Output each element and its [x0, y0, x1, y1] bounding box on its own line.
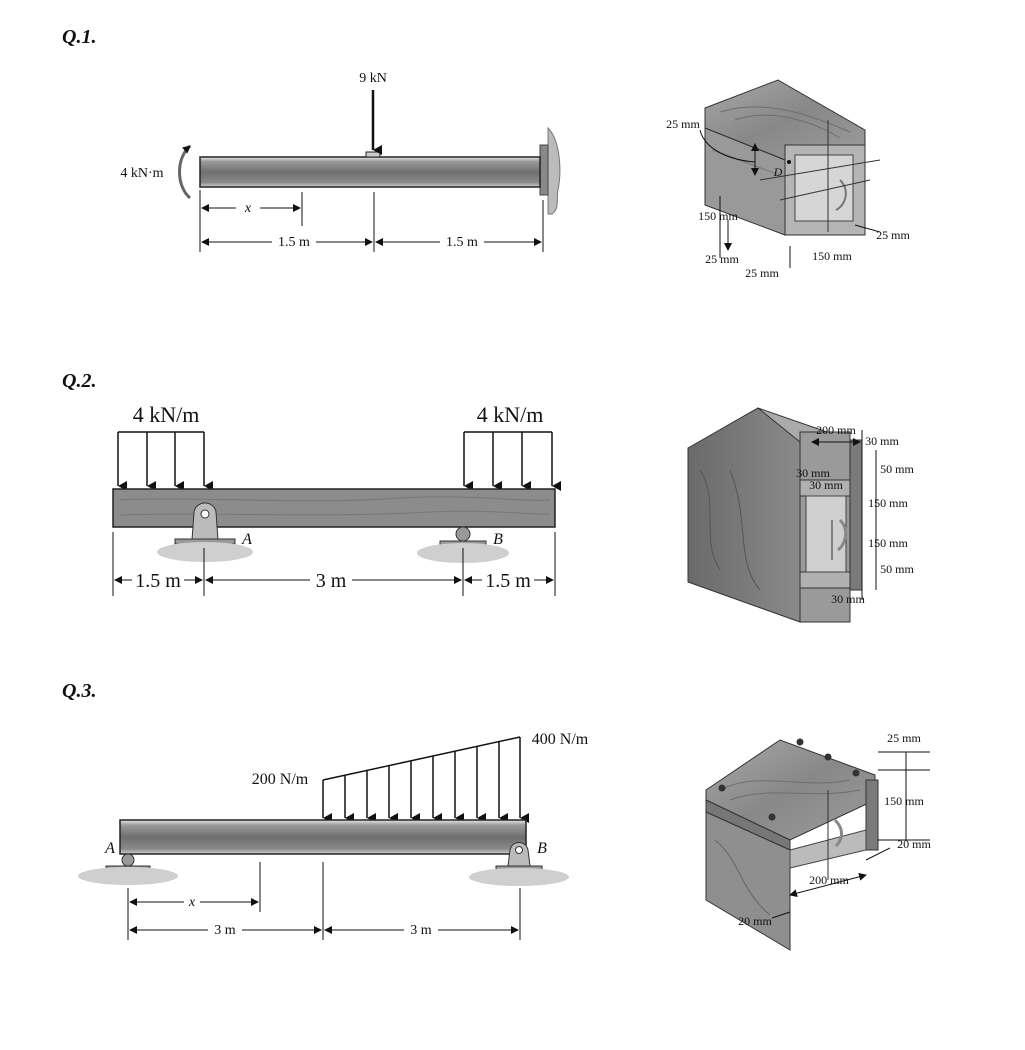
q2-sec-h4-label: 50 mm: [880, 562, 914, 576]
q2-sec-h3-label: 150 mm: [868, 536, 908, 550]
q2-sec-h2-label: 150 mm: [868, 496, 908, 510]
q3-support-b: [507, 842, 531, 867]
q1-cross-section: 25 mm D 150 mm 25 mm 25 mm 150 mm 25 mm: [666, 79, 910, 280]
q2-beam: [112, 488, 556, 528]
q2-beam-diagram: 4 kN/m 4 kN/m A B 1.5 m 3 m 1.5 m: [112, 402, 561, 596]
q1-sec-bottom-left-label: 25 mm: [705, 252, 739, 266]
q2-sec-web-a-label: 30 mm: [796, 466, 830, 480]
q3-span-left-label: 3 m: [214, 923, 236, 938]
q2-span-mid-label: 3 m: [316, 570, 347, 592]
q3-sec-left-label: 20 mm: [738, 914, 772, 928]
q3-beam: [119, 819, 527, 855]
q1-beam: [199, 156, 541, 188]
q1-sec-point-label: D: [773, 165, 783, 179]
q1-sec-flange-top-label: 25 mm: [666, 117, 700, 131]
q2-support-b: [455, 526, 471, 542]
q3-cross-section: 25 mm 150 mm 20 mm 200 mm 20 mm: [705, 731, 931, 951]
q1-sec-width-label: 150 mm: [812, 249, 852, 263]
q2-sec-web-b-label: 30 mm: [809, 478, 843, 492]
q2-support-a-label: A: [241, 531, 252, 548]
q2-sec-bottom-label: 30 mm: [831, 592, 865, 606]
q1-span-left-label: 1.5 m: [278, 235, 310, 250]
q3-load-high-label: 400 N/m: [532, 731, 589, 748]
q1-moment-label: 4 kN·m: [120, 166, 163, 181]
q3-span-right-label: 3 m: [410, 923, 432, 938]
q3-sec-right-label: 20 mm: [897, 837, 931, 851]
q2-cross-section: 200 mm 30 mm 30 mm 30 mm 50 mm 150 mm 15…: [687, 407, 914, 623]
q3-sec-height-label: 150 mm: [884, 794, 924, 808]
q2-span-left-label: 1.5 m: [135, 570, 181, 592]
q2-sec-h1-label: 50 mm: [880, 462, 914, 476]
q1-moment-arrow: [178, 144, 192, 200]
q2-label: Q.2.: [62, 370, 97, 392]
q1-sec-height-label: 150 mm: [698, 209, 738, 223]
q3-load-low-label: 200 N/m: [252, 771, 309, 788]
q3-sec-width-label: 200 mm: [809, 873, 849, 887]
q2-support-a: [191, 502, 219, 541]
q1-label: Q.1.: [62, 26, 97, 48]
q3-support-a-label: A: [104, 840, 115, 857]
q1-fixed-wall: [547, 126, 561, 215]
q1-beam-diagram: 9 kN 4 kN·m x 1.5 m 1.5 m: [120, 71, 561, 252]
q3-beam-diagram: 200 N/m 400 N/m A B x 3 m 3 m: [78, 731, 589, 940]
q2-sec-right-thick-label: 30 mm: [865, 434, 899, 448]
q2-span-right-label: 1.5 m: [485, 570, 531, 592]
q3-support-b-label: B: [537, 840, 547, 857]
q3-x-label: x: [188, 895, 196, 910]
q1-span-right-label: 1.5 m: [446, 235, 478, 250]
q1-sec-bottom-mid-label: 25 mm: [745, 266, 779, 280]
q2-sec-top-width-label: 200 mm: [816, 423, 856, 437]
q1-x-label: x: [244, 201, 252, 216]
q2-load-left-label: 4 kN/m: [133, 402, 200, 427]
q3-label: Q.3.: [62, 680, 97, 702]
q3-sec-top-label: 25 mm: [887, 731, 921, 745]
q2-load-right-label: 4 kN/m: [477, 402, 544, 427]
q1-sec-right-label: 25 mm: [876, 228, 910, 242]
q3-support-a: [121, 853, 135, 867]
q1-point-load-label: 9 kN: [359, 71, 387, 86]
q2-support-b-label: B: [493, 531, 503, 548]
